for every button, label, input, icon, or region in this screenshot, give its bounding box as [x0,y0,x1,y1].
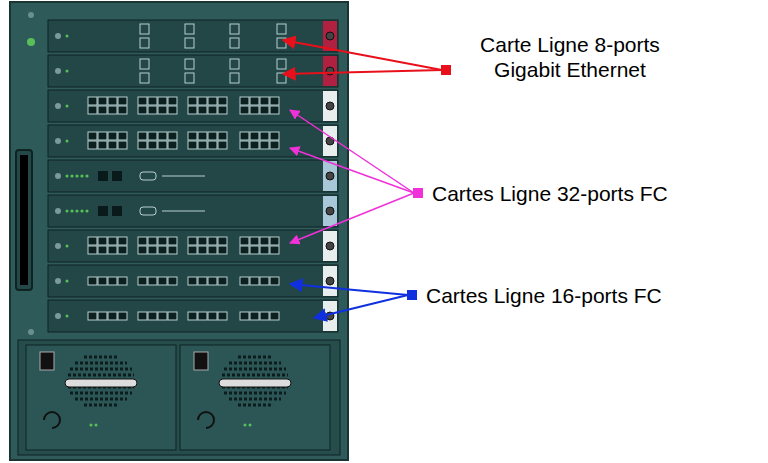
card-label: Cartes Ligne 32-ports FC [432,181,668,206]
card-label: Cartes Ligne 16-ports FC [426,283,662,308]
card-label: Carte Ligne 8-ports Gigabit Ethernet [450,32,690,82]
